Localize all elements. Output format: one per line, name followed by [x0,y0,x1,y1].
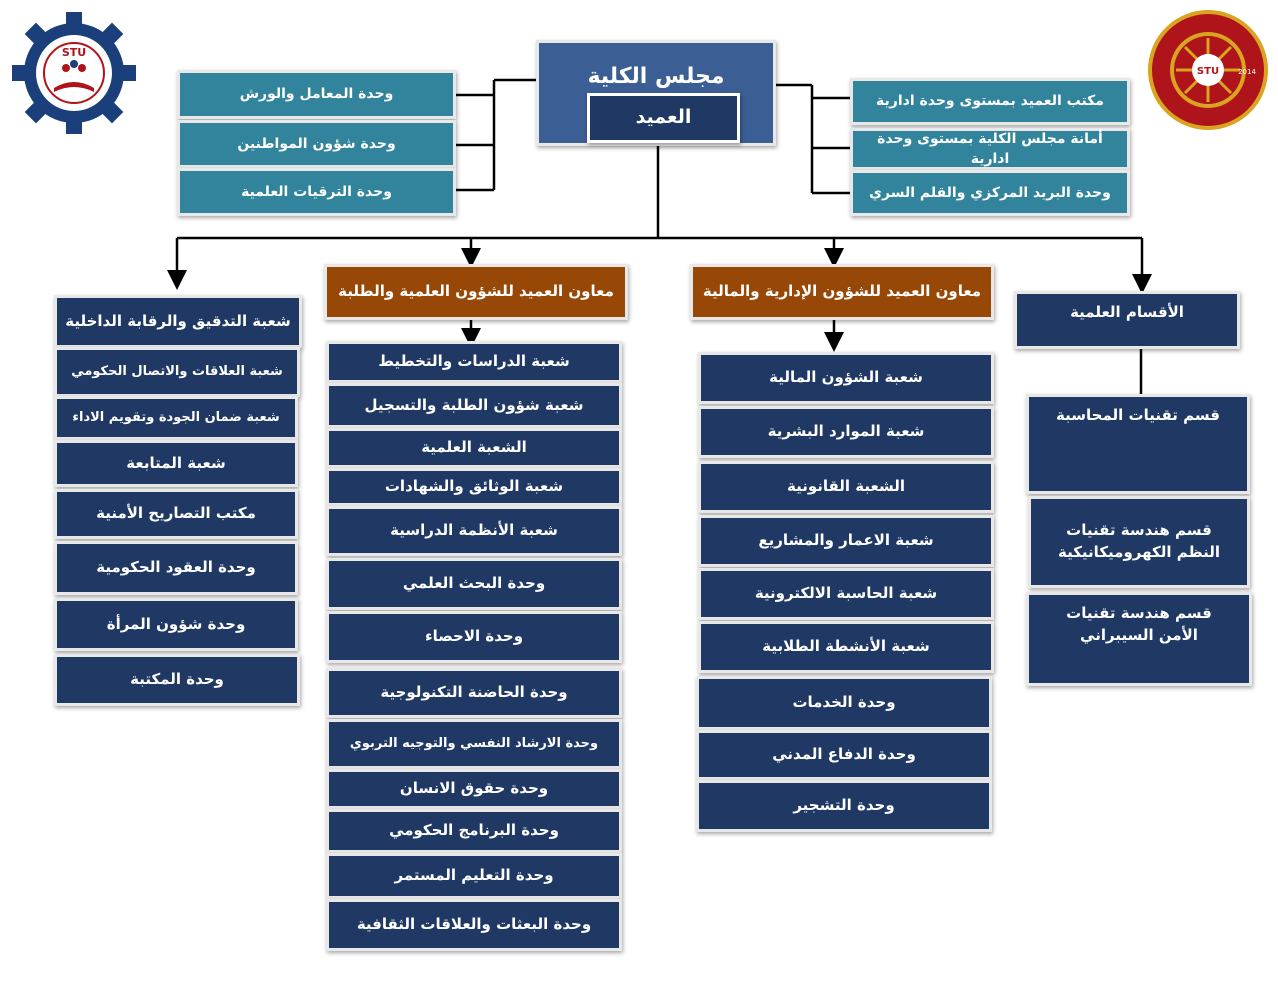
col1-item: شعبة العلاقات والاتصال الحكومي [54,347,300,397]
unit-central-mail: وحدة البريد المركزي والقلم السري [850,170,1130,216]
col3-item: وحدة الدفاع المدني [696,730,992,780]
col1-item: شعبة التدقيق والرقابة الداخلية [54,295,302,348]
col1-item: شعبة ضمان الجودة وتقويم الاداء [54,396,298,440]
university-logo-year: 2014 [1238,68,1256,76]
col3-item: شعبة الشؤون المالية [698,352,994,404]
col2-item: وحدة الحاضنة التكنولوجية [326,668,622,718]
col1-item: مكتب التصاريح الأمنية [54,489,298,539]
col1-item: شعبة المتابعة [54,440,298,487]
col3-item: الشعبة القانونية [698,461,994,513]
scientific-departments-header: الأقسام العلمية [1014,291,1240,349]
col2-item: شعبة الأنظمة الدراسية [326,506,622,556]
department-accounting: قسم تقنيات المحاسبة [1026,394,1250,494]
department-electromechanical: قسم هندسة تقنيات النظم الكهروميكانيكية [1028,496,1250,588]
col2-item: شعبة الوثائق والشهادات [326,468,622,506]
college-logo: STU [6,6,142,140]
col2-item: وحدة التعليم المستمر [326,853,622,899]
dean-box: العميد [587,93,740,143]
department-cybersecurity: قسم هندسة تقنيات الأمن السيبراني [1026,592,1252,686]
col2-item: وحدة الاحصاء [326,611,622,663]
col2-item: وحدة البعثات والعلاقات الثقافية [326,899,622,951]
col2-item: وحدة البرنامج الحكومي [326,809,622,853]
unit-labs-workshops: وحدة المعامل والورش [177,70,456,119]
col2-item: شعبة شؤون الطلبة والتسجيل [326,383,622,428]
college-council-title: مجلس الكلية [587,64,725,89]
assistant-dean-scientific: معاون العميد للشؤون العلمية والطلبة [324,264,628,320]
col2-item: شعبة الدراسات والتخطيط [326,341,622,383]
university-logo-abbr: STU [1197,66,1219,77]
col3-item: وحدة التشجير [696,780,992,832]
col3-item: شعبة الحاسبة الالكترونية [698,568,994,620]
col2-item: وحدة البحث العلمي [326,558,622,610]
unit-scientific-promotions: وحدة الترقيات العلمية [177,168,456,216]
col1-item: وحدة شؤون المرأة [54,598,298,651]
col1-item: وحدة العقود الحكومية [54,541,298,595]
col2-item: وحدة الارشاد النفسي والتوجيه التربوي [326,719,622,769]
university-logo: STU 2014 [1146,8,1270,132]
col2-item: الشعبة العلمية [326,428,622,468]
unit-council-secretariat: أمانة مجلس الكلية بمستوى وحدة ادارية [850,128,1130,170]
col3-item: شعبة الموارد البشرية [698,406,994,458]
col3-item: شعبة الأنشطة الطلابية [698,621,994,673]
assistant-dean-administrative: معاون العميد للشؤون الإدارية والمالية [690,264,994,320]
college-logo-abbr: STU [62,46,86,59]
col3-item: وحدة الخدمات [696,676,992,730]
col1-item: وحدة المكتبة [54,654,300,706]
unit-citizens-affairs: وحدة شؤون المواطنين [177,120,456,168]
col3-item: شعبة الاعمار والمشاريع [698,515,994,567]
col2-item: وحدة حقوق الانسان [326,769,622,809]
unit-dean-office: مكتب العميد بمستوى وحدة ادارية [850,78,1130,125]
